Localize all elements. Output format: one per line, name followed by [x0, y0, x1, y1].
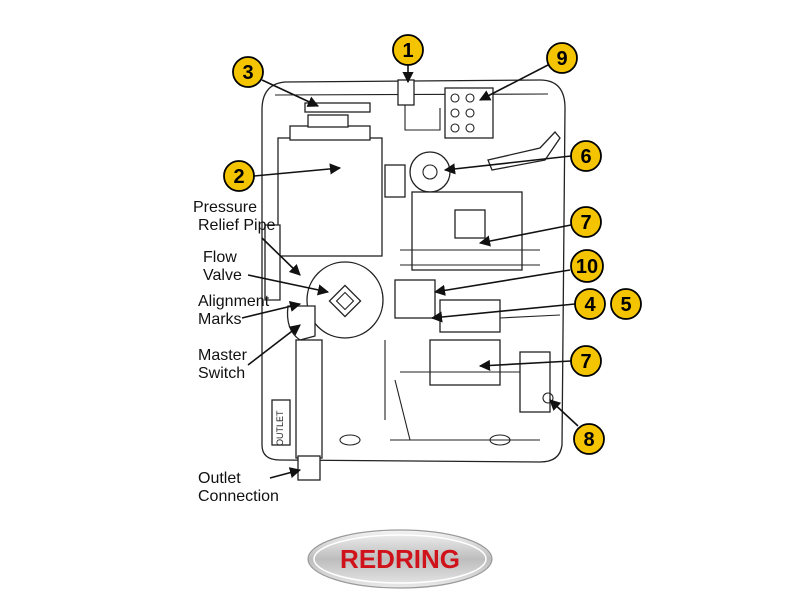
- alignment-marks-line1: Alignment: [198, 293, 270, 310]
- redring-logo: REDRING: [307, 529, 493, 589]
- label-pressure-relief-pipe: Pressure Relief Pipe: [193, 199, 301, 276]
- callout-1: 1: [392, 34, 424, 84]
- master-switch-arrow: [247, 324, 301, 366]
- callout-9-number: 9: [556, 48, 567, 70]
- master-switch-line1: Master: [198, 347, 248, 364]
- logo-text: REDRING: [340, 544, 460, 574]
- flow-valve-line2: Valve: [203, 267, 242, 284]
- pressure-relief-pipe-line1: Pressure: [193, 199, 257, 216]
- callout-7-lower: 7: [478, 345, 602, 377]
- callout-2-number: 2: [233, 166, 244, 188]
- callout-10-number: 10: [576, 256, 598, 278]
- alignment-marks-line2: Marks: [198, 311, 242, 328]
- callout-5-number: 5: [620, 294, 631, 316]
- logo-rim: [313, 534, 487, 584]
- callout-9: 9: [479, 42, 578, 101]
- callout-6: 6: [443, 140, 602, 175]
- flow-valve-arrow: [247, 274, 330, 296]
- outlet-connection-arrow: [269, 467, 302, 479]
- shower-unit-drawing: [261, 79, 566, 481]
- outlet-stamp: OUTLET: [275, 410, 285, 446]
- label-master-switch: Master Switch: [198, 324, 301, 382]
- callout-10: 10: [433, 249, 604, 296]
- callout-5: 5: [610, 288, 642, 320]
- alignment-marks-arrow: [241, 300, 302, 319]
- callout-1-number: 1: [402, 40, 413, 62]
- label-alignment-marks: Alignment Marks: [198, 293, 302, 328]
- outlet-connection-line2: Connection: [198, 488, 279, 505]
- flow-valve-line1: Flow: [203, 249, 237, 266]
- callout-4: 4: [430, 288, 606, 323]
- callout-7-upper: 7: [478, 206, 602, 247]
- callout-8-number: 8: [583, 429, 594, 451]
- label-flow-valve: Flow Valve: [203, 249, 330, 296]
- callout-7-upper-number: 7: [580, 212, 591, 234]
- callout-3-number: 3: [242, 62, 253, 84]
- logo-badge: [307, 529, 493, 589]
- master-switch-line2: Switch: [198, 365, 245, 382]
- pressure-relief-arrow: [261, 237, 301, 276]
- callout-4-number: 4: [584, 294, 596, 316]
- label-outlet-connection: Outlet Connection: [198, 467, 302, 505]
- callout-6-number: 6: [580, 146, 591, 168]
- callout-2: 2: [223, 160, 342, 192]
- callout-3: 3: [232, 56, 320, 107]
- callout-8: 8: [549, 399, 605, 455]
- outlet-connection-line1: Outlet: [198, 470, 241, 487]
- callout-7-lower-number: 7: [580, 351, 591, 373]
- pressure-relief-pipe-line2: Relief Pipe: [198, 217, 275, 234]
